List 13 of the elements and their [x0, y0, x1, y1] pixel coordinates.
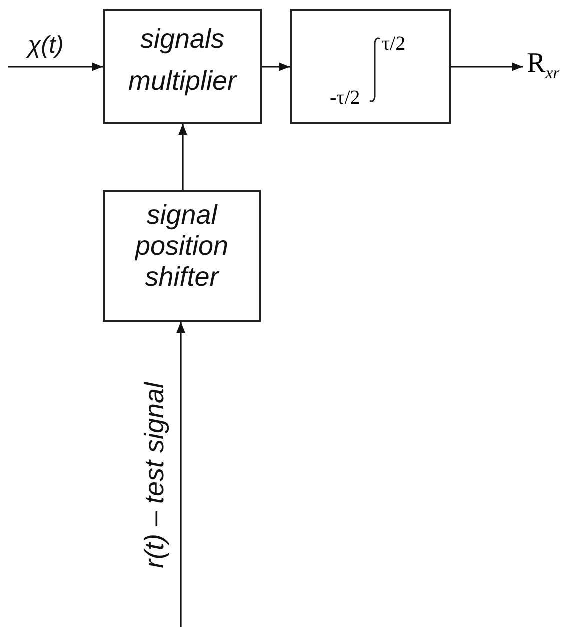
process-box — [103, 190, 261, 322]
integrator-box — [290, 9, 451, 124]
block-label: signal position shifter — [134, 200, 230, 294]
integration-limit: -τ/2 — [330, 87, 360, 110]
integration-limit: τ/2 — [382, 33, 406, 56]
arrow — [178, 124, 188, 190]
arrow — [176, 322, 186, 627]
process-box — [103, 9, 262, 124]
arrow — [262, 62, 290, 72]
arrow — [451, 62, 523, 72]
output-symbol: R$_{xr}$ — [527, 48, 561, 84]
arrow — [8, 62, 103, 72]
block-label: signals multiplier — [127, 23, 238, 98]
